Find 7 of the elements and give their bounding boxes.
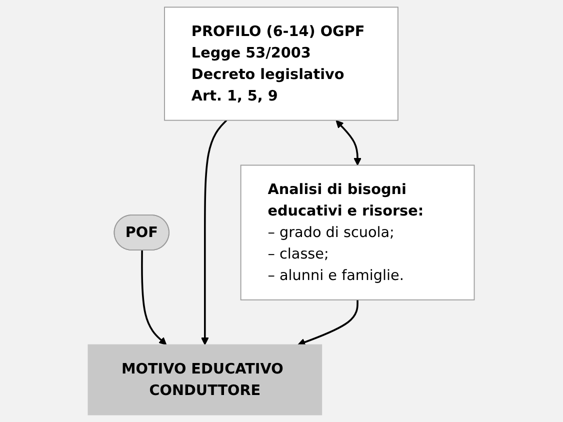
arrow bbox=[298, 300, 359, 346]
node-box: PROFILO (6-14) OGPF Legge 53/2003 Decreto legislativo Art. 1, 5, 9 bbox=[164, 6, 399, 121]
arrow bbox=[141, 250, 167, 346]
arrow bbox=[201, 120, 228, 346]
arrow bbox=[336, 120, 362, 166]
node-box: MOTIVO EDUCATIVO CONDUTTORE bbox=[88, 344, 322, 416]
node-box: Analisi di bisogni educativi e risorse: – grado di scuola; – classe; – alunni e famiglie. bbox=[240, 164, 475, 300]
